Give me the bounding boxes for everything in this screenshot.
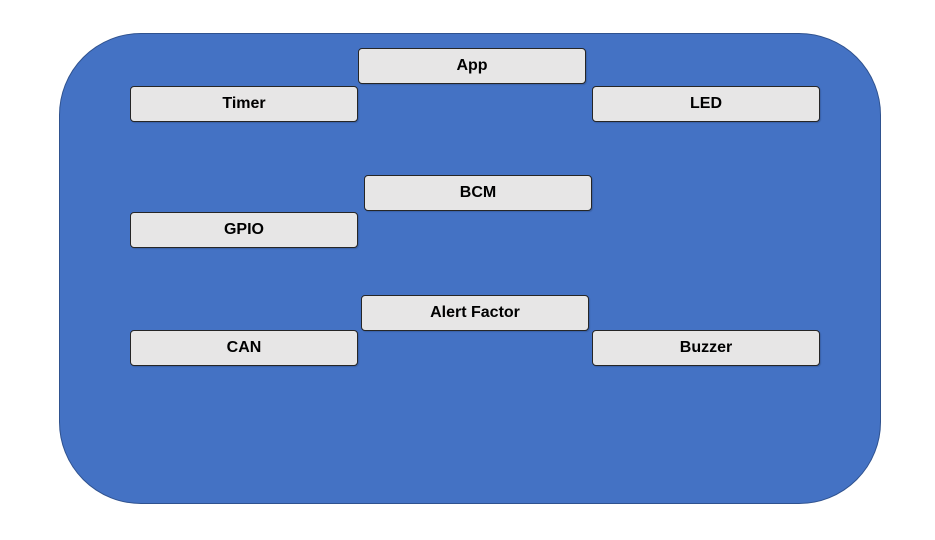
module-app: App <box>358 48 586 84</box>
module-led-label: LED <box>690 95 722 112</box>
module-gpio: GPIO <box>130 212 358 248</box>
module-buzzer: Buzzer <box>592 330 820 366</box>
module-bcm: BCM <box>364 175 592 211</box>
module-timer-label: Timer <box>222 95 266 112</box>
module-gpio-label: GPIO <box>223 221 264 238</box>
module-app-label: App <box>456 57 488 74</box>
module-can: CAN <box>130 330 358 366</box>
module-can-label: CAN <box>226 339 262 356</box>
module-bcm-label: BCM <box>459 184 497 201</box>
module-timer: Timer <box>130 86 358 122</box>
module-buzzer-label: Buzzer <box>679 339 733 356</box>
module-led: LED <box>592 86 820 122</box>
module-alert-factor: Alert Factor <box>361 295 589 331</box>
module-alert-factor-label: Alert Factor <box>430 304 520 321</box>
